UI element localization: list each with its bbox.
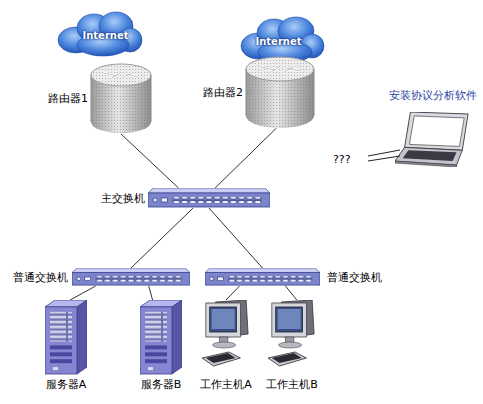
network-link [149,286,153,300]
cloud-node: Internet [55,12,140,58]
node-text: Internet [236,35,321,48]
network-link [286,286,297,300]
server-node: 服务器B [140,300,182,375]
sniff-lines [368,150,400,161]
network-link [209,208,263,268]
network-link [226,286,240,300]
workstation-node: 工作主机A [202,300,250,368]
device-label: 普通交换机 [13,271,68,284]
switch-symbol [148,188,270,207]
workstation-node: 工作主机B [268,300,316,368]
device-label: 服务器B [141,378,182,391]
device-label: 普通交换机 [327,271,382,284]
router-node: 路由器2 [245,56,315,128]
network-link [121,134,179,188]
switch-node: 主交换机 [148,188,270,208]
device-label: 工作主机A [200,378,252,391]
workstation-symbol [202,300,248,366]
workstation-symbol [268,300,314,366]
router-symbol [246,57,314,128]
device-label: 安装协议分析软件 [389,89,477,102]
network-link [215,128,276,188]
laptop-node: 安装协议分析软件 [395,112,470,167]
unknown-marker: ??? [333,153,351,166]
cloud-node: Internet [240,18,325,64]
device-label: 路由器1 [48,92,88,105]
switch-symbol [72,268,190,285]
router-symbol [91,64,151,133]
switch-node: 普通交换机 [72,268,190,286]
device-label: 工作主机B [266,378,318,391]
node-text: Internet [63,29,148,42]
server-node: 服务器A [45,300,87,375]
device-label: 主交换机 [101,192,145,205]
network-link [70,286,95,300]
device-label: 服务器A [46,378,87,391]
network-link [131,208,193,268]
server-symbol [45,300,87,374]
router-node: 路由器1 [90,62,152,134]
server-symbol [140,300,182,374]
device-label: 路由器2 [203,86,243,99]
switch-node: 普通交换机 [205,268,320,286]
switch-symbol [205,268,320,285]
laptop-symbol [395,112,468,167]
